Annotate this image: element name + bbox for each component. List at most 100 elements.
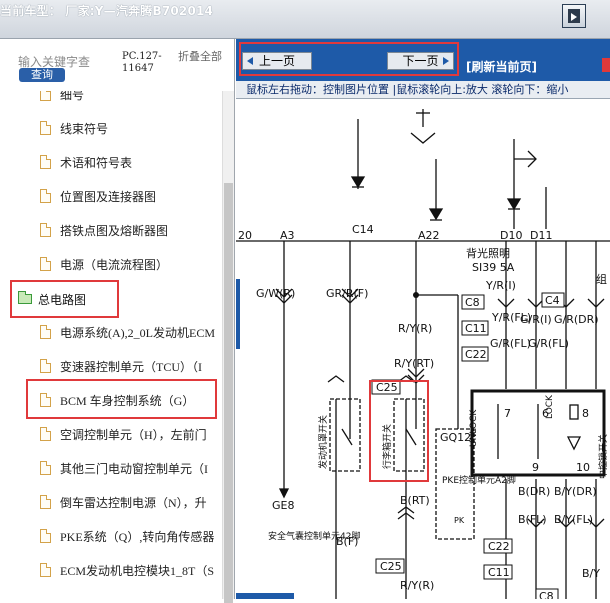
pke-connector-label: GQ12 bbox=[440, 431, 471, 444]
wire-label: G/R(FL) bbox=[528, 337, 569, 350]
tree-item[interactable]: 其他三门电动窗控制单元（I bbox=[0, 453, 222, 487]
tree-item[interactable]: PKE系统（Q）,转向角传感器 bbox=[0, 521, 222, 555]
file-icon bbox=[40, 91, 51, 101]
pk-label: PK bbox=[454, 516, 465, 525]
wire-label: G/W(R) bbox=[256, 287, 295, 300]
highlight-box-switch bbox=[369, 380, 429, 482]
connector-label: C11 bbox=[488, 566, 510, 579]
scrollbar-thumb[interactable] bbox=[224, 183, 233, 603]
ground-label: GE8 bbox=[272, 499, 294, 512]
highlight-box-nav bbox=[239, 42, 459, 76]
wire-label: G/R(DR) bbox=[554, 313, 599, 326]
viewer-hint: 鼠标左右拖动：控制图片位置 |鼠标滚轮向上:放大 滚轮向下：缩小 bbox=[236, 81, 610, 99]
file-icon bbox=[40, 257, 51, 271]
lock-switch-label: 中控锁开关 bbox=[597, 434, 609, 479]
tree-item[interactable]: 细号 bbox=[0, 91, 222, 113]
arrow-right-icon bbox=[571, 13, 577, 21]
tree-item-bcm[interactable]: BCM 车身控制系统（G） bbox=[0, 385, 222, 419]
lock-label: LOCK bbox=[545, 394, 555, 419]
tree-item[interactable]: 搭铁点图及熔断器图 bbox=[0, 215, 222, 249]
wire-label: B(RT) bbox=[400, 494, 430, 507]
next-page-button[interactable]: 下一页 bbox=[387, 52, 454, 70]
file-icon bbox=[40, 121, 51, 135]
arrow-left-icon bbox=[247, 57, 253, 65]
connector-label: C22 bbox=[488, 540, 510, 553]
connector-label: C11 bbox=[465, 322, 487, 335]
file-icon bbox=[40, 461, 51, 475]
pin-number: 9 bbox=[532, 461, 539, 474]
diagram-viewer: 上一页 下一页 [刷新当前页] 鼠标左右拖动：控制图片位置 |鼠标滚轮向上:放大… bbox=[236, 39, 610, 599]
tree-item[interactable]: 电源系统(A),2_0L发动机ECM bbox=[0, 317, 222, 351]
exit-button[interactable] bbox=[562, 4, 586, 28]
tree-item[interactable]: ECM发动机电控模块1_8T（S bbox=[0, 555, 222, 589]
file-icon bbox=[40, 529, 51, 543]
backlight-label: 背光照明 bbox=[466, 246, 510, 260]
pin-number: 7 bbox=[504, 407, 511, 420]
tree-scrollbar[interactable] bbox=[222, 91, 234, 603]
group-label: 组 bbox=[596, 272, 607, 286]
prev-page-button[interactable]: 上一页 bbox=[242, 52, 312, 70]
pin-number: 8 bbox=[582, 407, 589, 420]
wire-label: B/Y bbox=[582, 567, 600, 580]
connector-label: C25 bbox=[380, 560, 402, 573]
tree-view: 细号 线束符号 术语和符号表 位置图及连接器图 搭铁点图及熔断器图 电源（电流流… bbox=[0, 91, 222, 599]
connector-label: C22 bbox=[465, 348, 487, 361]
tree-item[interactable]: 线束符号 bbox=[0, 113, 222, 147]
pin-number: 6 bbox=[542, 407, 549, 420]
tree-item[interactable]: 位置图及连接器图 bbox=[0, 181, 222, 215]
pin-label: D10 bbox=[500, 229, 522, 242]
folder-open-icon bbox=[18, 291, 32, 304]
wire-label: R/Y(R) bbox=[398, 322, 432, 335]
tree-folder-total-circuit[interactable]: 总电路图 bbox=[0, 283, 222, 317]
pin-label: A22 bbox=[418, 229, 440, 242]
tree-item[interactable]: 空调控制单元（H），左前门 bbox=[0, 419, 222, 453]
switch-left-label: 发动机罩开关 bbox=[317, 415, 329, 469]
title-bar: 当前车型： 厂家:Y—汽奔腾B702014 bbox=[0, 0, 610, 39]
left-panel: 输入关键字查 查询 PC.127-11647 折叠全部 细号 线束符号 术语和符… bbox=[0, 39, 235, 603]
wire-label: R/Y(R) bbox=[400, 579, 434, 592]
pke-label: PKE控制单元A2脚 bbox=[442, 474, 516, 486]
airbag-label: 安全气囊控制单元42脚 bbox=[268, 530, 360, 542]
file-icon bbox=[40, 189, 51, 203]
pin-label: C14 bbox=[352, 223, 374, 236]
collapse-all-link[interactable]: 折叠全部 bbox=[178, 50, 222, 63]
fuse-label: SI39 5A bbox=[472, 261, 515, 274]
pc-version: PC.127-11647 bbox=[122, 51, 162, 74]
connector-label: C4 bbox=[545, 294, 560, 307]
wire-label: Y/R(I) bbox=[485, 279, 516, 292]
file-icon bbox=[40, 427, 51, 441]
connector-label: C8 bbox=[539, 590, 554, 599]
file-icon bbox=[40, 563, 51, 577]
wire-label: B/Y(DR) bbox=[554, 485, 597, 498]
connector-label: C25 bbox=[376, 381, 398, 394]
refresh-page-link[interactable]: [刷新当前页] bbox=[466, 60, 537, 74]
wire-label: Y/R(FL) bbox=[491, 311, 531, 324]
red-marker bbox=[602, 58, 610, 72]
search-button[interactable]: 查询 bbox=[19, 68, 65, 82]
switch-mid-label: 行李箱开关 bbox=[381, 424, 393, 469]
wire-label: G/R(I) bbox=[520, 313, 552, 326]
vehicle-model-label: 当前车型： 厂家:Y—汽奔腾B702014 bbox=[0, 4, 214, 18]
file-icon bbox=[40, 359, 51, 373]
tree-item[interactable]: 电源（电流流程图） bbox=[0, 249, 222, 283]
tree-item[interactable]: 变速器控制单元（TCU）（I bbox=[0, 351, 222, 385]
file-icon bbox=[40, 325, 51, 339]
wire-label: B/Y(FL) bbox=[554, 513, 593, 526]
pin-label: 20 bbox=[238, 229, 252, 242]
pin-label: D11 bbox=[530, 229, 552, 242]
connector-label: C8 bbox=[465, 296, 480, 309]
unlock-label: UNLOCK bbox=[469, 409, 479, 447]
tree-item[interactable]: 术语和符号表 bbox=[0, 147, 222, 181]
pin-number: 10 bbox=[576, 461, 590, 474]
highlight-box-folder bbox=[10, 280, 119, 318]
search-input[interactable]: 输入关键字查 bbox=[18, 55, 91, 69]
viewer-toolbar: 上一页 下一页 [刷新当前页] bbox=[236, 39, 610, 81]
wire-label: GR/R(F) bbox=[326, 287, 368, 300]
wire-label: B(FL) bbox=[518, 513, 547, 526]
wire-label: G/R(FL) bbox=[490, 337, 531, 350]
file-icon bbox=[40, 495, 51, 509]
file-icon bbox=[40, 223, 51, 237]
wiring-diagram[interactable]: 20 A3 C14 A22 D10 D11 G/W(R) GR/R(F) R/Y… bbox=[236, 99, 610, 599]
tree-item[interactable]: 倒车雷达控制电源（N），升 bbox=[0, 487, 222, 521]
wire-label: R/Y(RT) bbox=[394, 357, 434, 370]
